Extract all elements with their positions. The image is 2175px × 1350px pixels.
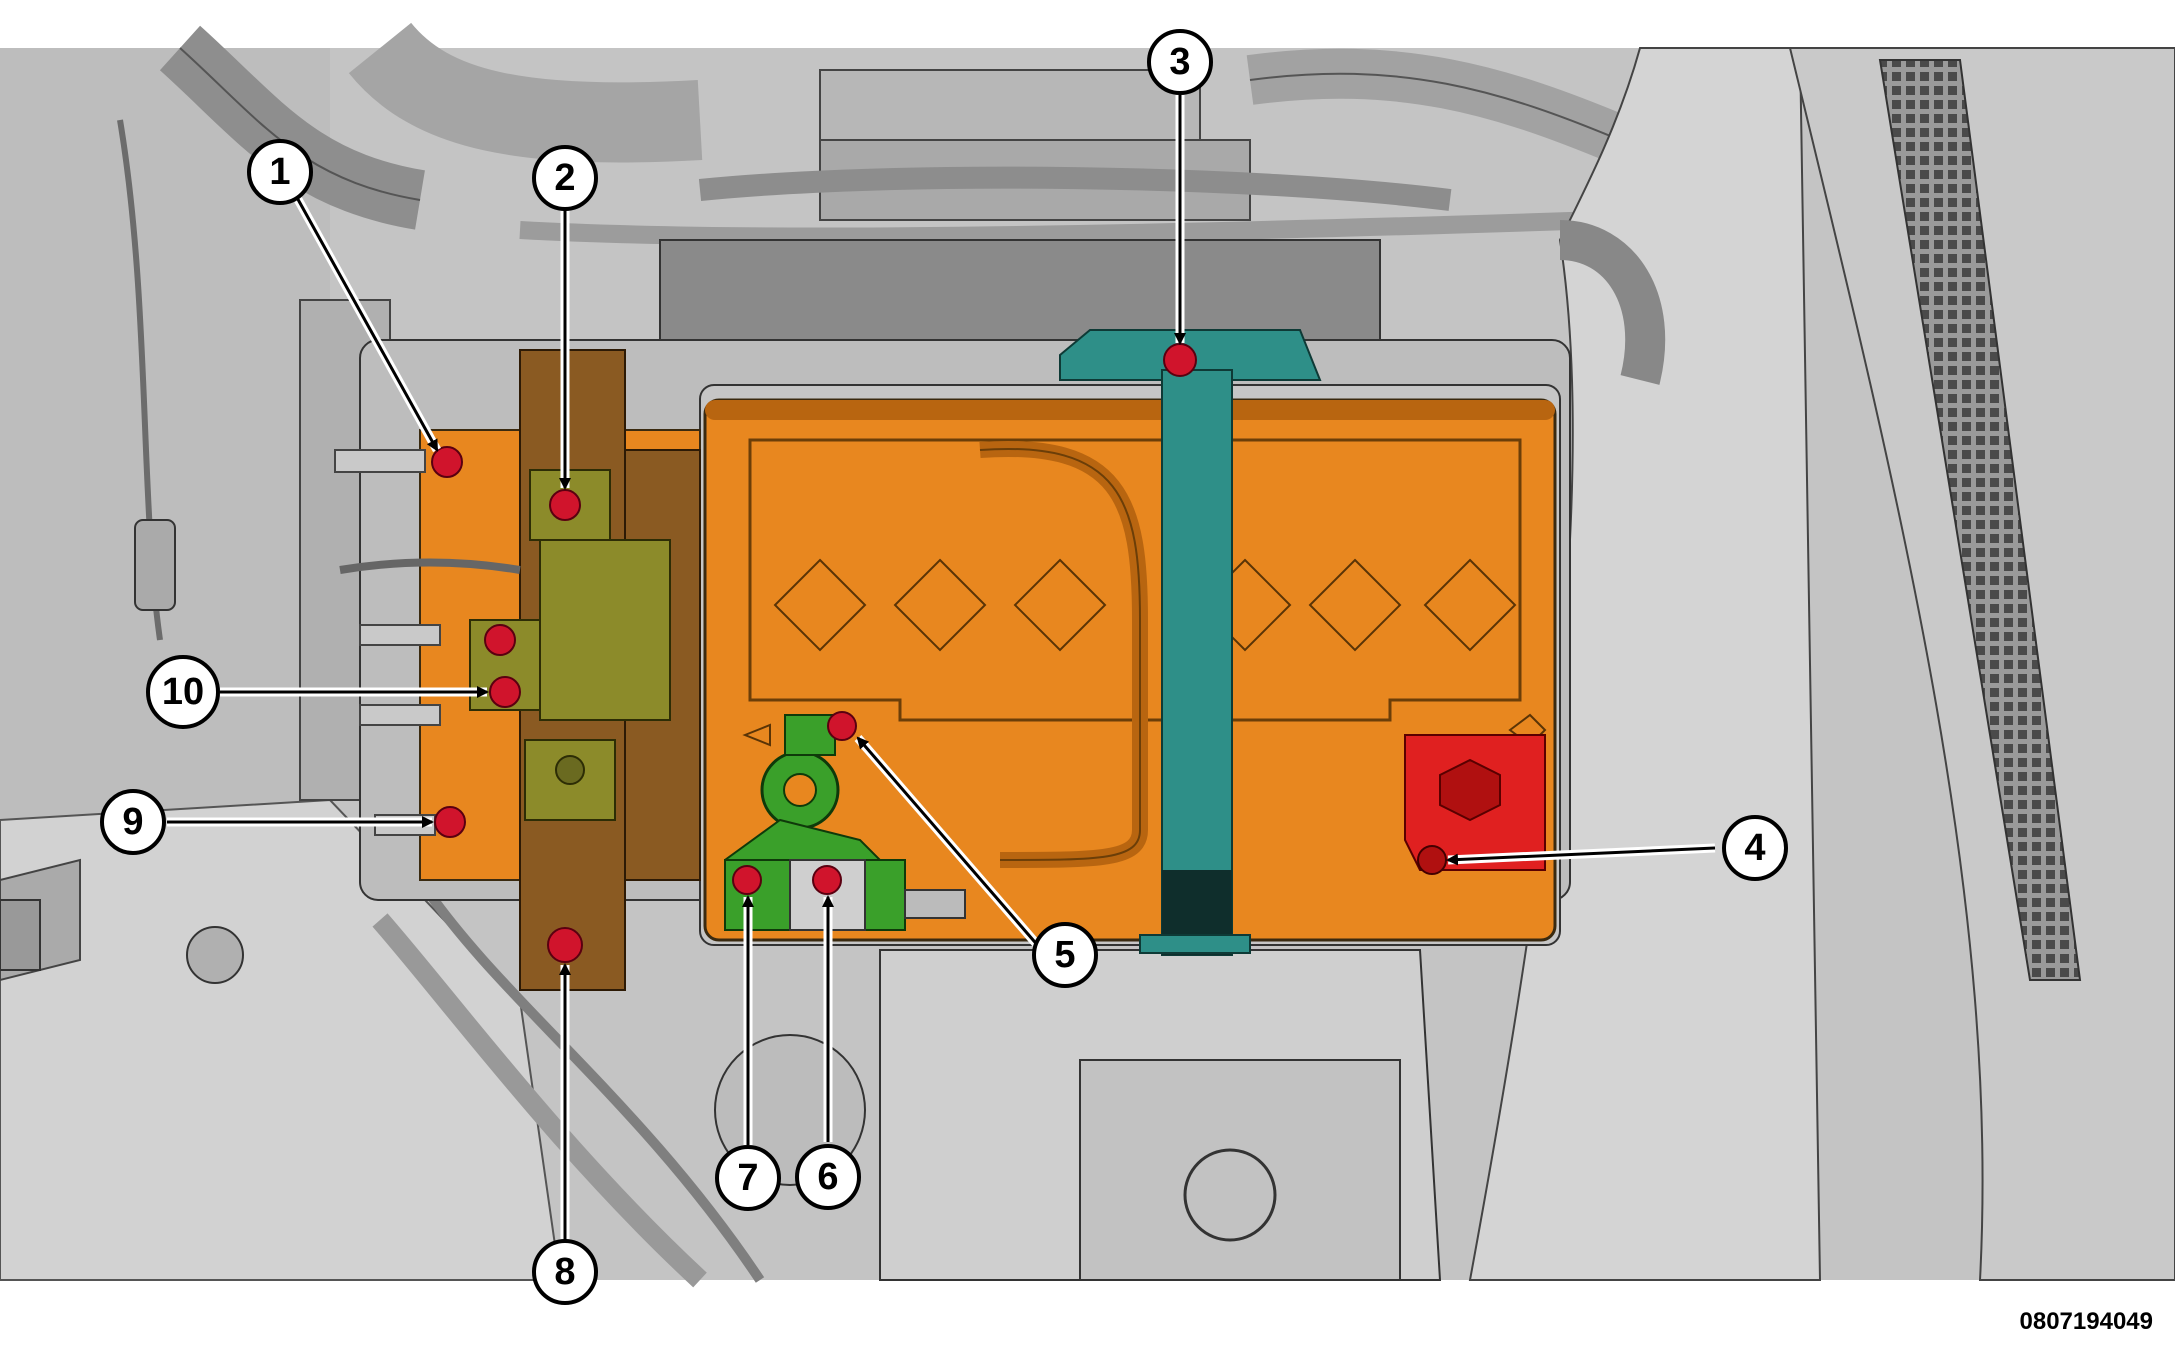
- callout-9-label: 9: [122, 801, 143, 843]
- callout-5: 5: [1032, 922, 1098, 988]
- callout-6-label: 6: [817, 1156, 838, 1198]
- callout-2: 2: [532, 145, 598, 211]
- callout-1-label: 1: [269, 151, 290, 193]
- callout-8-label: 8: [554, 1251, 575, 1293]
- callout-3: 3: [1147, 29, 1213, 95]
- fuse-block: [334, 349, 701, 991]
- callout-5-label: 5: [1054, 934, 1075, 976]
- callout-4: 4: [1722, 815, 1788, 881]
- callout-6: 6: [795, 1144, 861, 1210]
- callout-1: 1: [247, 139, 313, 205]
- callout-7-label: 7: [737, 1157, 758, 1199]
- leader-lines: [167, 95, 1716, 1240]
- callout-9: 9: [100, 789, 166, 855]
- callout-10: 10: [146, 655, 220, 729]
- callout-2-label: 2: [554, 157, 575, 199]
- callout-8: 8: [532, 1239, 598, 1305]
- negative-terminal: [724, 711, 966, 931]
- figure-id: 0807194049: [2019, 1308, 2153, 1335]
- callout-3-label: 3: [1169, 41, 1190, 83]
- battery-hold-down: [1059, 329, 1322, 956]
- positive-terminal: [1404, 734, 1546, 875]
- callout-4-label: 4: [1744, 827, 1765, 869]
- callout-7: 7: [715, 1145, 781, 1211]
- callout-10-label: 10: [162, 671, 204, 713]
